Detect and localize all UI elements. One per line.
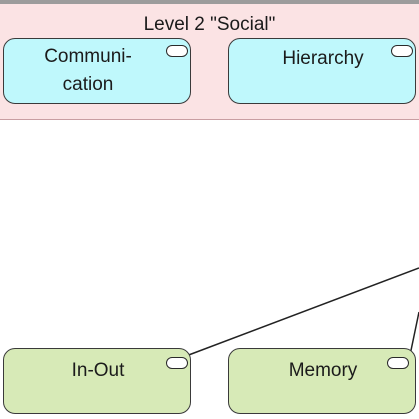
diagram-top-border [0, 0, 419, 4]
port-icon[interactable] [391, 45, 413, 57]
port-icon[interactable] [387, 357, 409, 369]
node-communication-label: Communi- cation [44, 46, 132, 95]
node-memory-label: Memory [288, 360, 358, 381]
node-hierarchy[interactable]: Hierarchy [228, 38, 416, 104]
node-hierarchy-label: Hierarchy [282, 48, 364, 69]
edge-inout-to-offscreen [185, 267, 419, 357]
node-in-out-label: In-Out [71, 360, 125, 381]
node-memory[interactable]: Memory [228, 348, 416, 414]
node-communication[interactable]: Communi- cation [3, 38, 191, 104]
level-title: Level 2 "Social" [143, 14, 276, 35]
node-in-out[interactable]: In-Out [3, 348, 191, 414]
port-icon[interactable] [166, 45, 188, 57]
port-icon[interactable] [166, 357, 188, 369]
